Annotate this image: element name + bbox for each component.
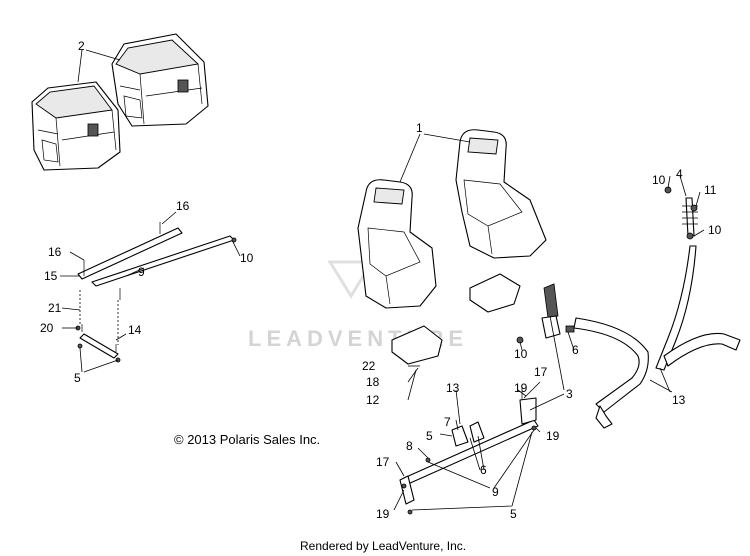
callout-7: 7 [444, 415, 451, 429]
callout-12: 12 [366, 393, 380, 407]
callout-19-right: 19 [546, 429, 560, 443]
callout-5-bottom: 5 [510, 507, 517, 521]
callout-9-right: 9 [492, 485, 499, 499]
seat-right [455, 129, 547, 259]
callout-3: 3 [566, 387, 573, 401]
callout-17-left: 17 [376, 455, 390, 469]
callout-20: 20 [40, 321, 54, 335]
callout-1: 1 [416, 121, 423, 135]
callout-4: 4 [676, 167, 683, 181]
callout-21: 21 [48, 301, 62, 315]
callout-5-mid: 5 [426, 429, 433, 443]
callout-18: 18 [366, 375, 380, 389]
callout-labels: 2 1 16 16 15 9 10 21 20 14 5 10 4 11 10 … [40, 39, 722, 521]
leader-lines [60, 49, 705, 511]
callout-16-left: 16 [48, 245, 62, 259]
callout-13-rail: 13 [446, 381, 460, 395]
callout-11: 11 [704, 183, 717, 197]
callout-10-belt-right: 10 [708, 223, 722, 237]
callout-6-buckle: 6 [572, 343, 579, 357]
callout-9-left: 9 [138, 265, 145, 279]
seat-left [357, 179, 437, 309]
callout-19-top: 19 [514, 381, 528, 395]
storage-box-right [111, 33, 209, 127]
callout-16-top: 16 [176, 199, 190, 213]
callout-6-rail: 6 [480, 463, 487, 477]
storage-box-left [31, 81, 121, 171]
callout-14: 14 [128, 323, 142, 337]
copyright-text: © 2013 Polaris Sales Inc. [174, 432, 320, 447]
callout-13-belt: 13 [672, 393, 686, 407]
callout-22: 22 [362, 359, 376, 373]
callout-2: 2 [78, 39, 85, 53]
callout-19-bottom: 19 [376, 507, 390, 521]
left-rail-assembly [75, 222, 237, 363]
callout-15: 15 [44, 269, 58, 283]
callout-10-left: 10 [240, 251, 254, 265]
lower-rail-assembly [399, 388, 539, 515]
callout-10-buckle: 10 [514, 347, 528, 361]
seat-base-plates [391, 273, 521, 365]
callout-8: 8 [406, 439, 413, 453]
seat-belt-buckle [516, 283, 575, 344]
rendered-by-footer: Rendered by LeadVenture, Inc. [300, 539, 466, 553]
callout-5-left: 5 [74, 371, 81, 385]
callout-10-belt-top: 10 [652, 173, 666, 187]
callout-17-right: 17 [534, 365, 548, 379]
seat-belt-assembly [573, 186, 741, 429]
